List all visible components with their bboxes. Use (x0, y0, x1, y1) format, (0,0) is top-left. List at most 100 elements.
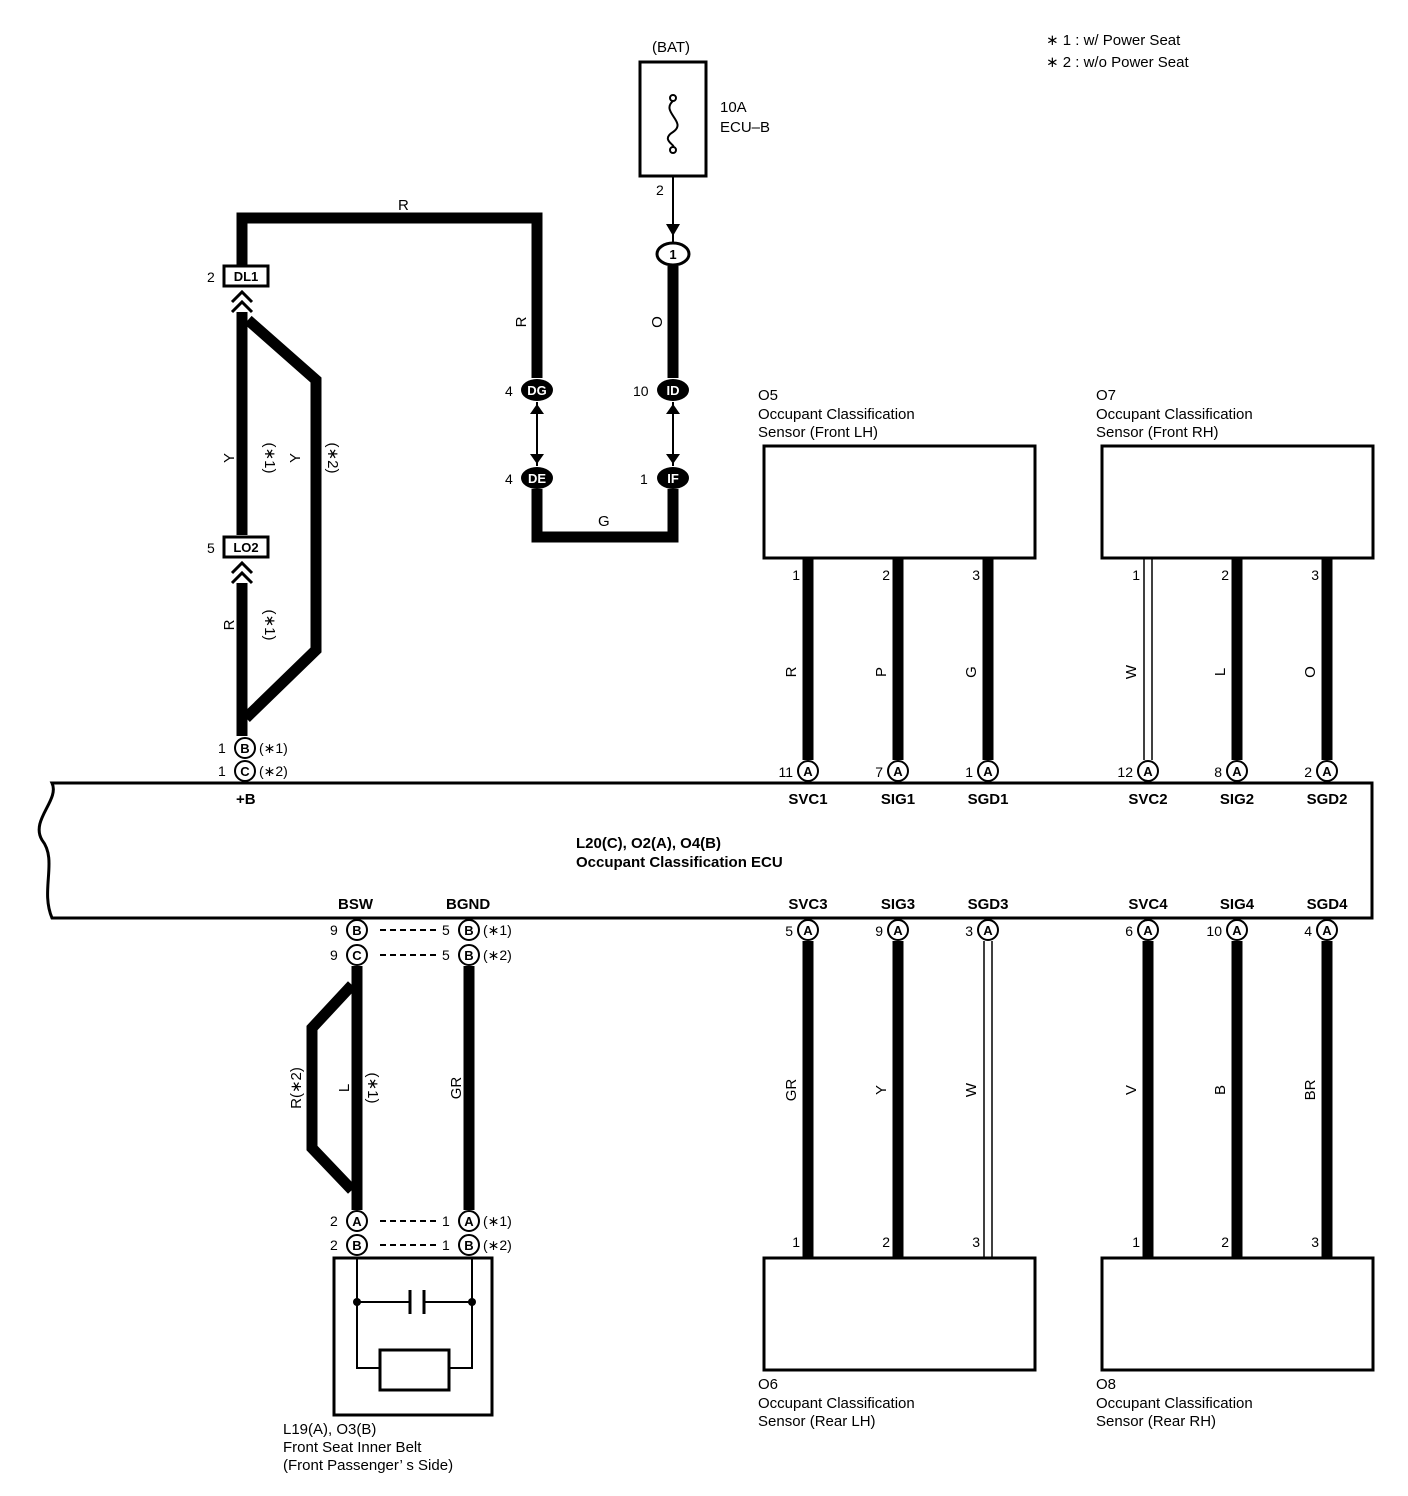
junction-dot (468, 1298, 476, 1306)
sensor-o8: O8 Occupant Classification Sensor (Rear … (1096, 1256, 1375, 1430)
pin-circle (458, 944, 480, 966)
arrow-icon (666, 454, 680, 464)
sensor-o7-box (1100, 444, 1375, 560)
sensor-o7-line1: Occupant Classification (1096, 406, 1253, 423)
ecu-box (37, 781, 1374, 920)
ecu-top-terminals: 11ASVC1SVC117ASIG1SIG121ASGD1SGD1312ASVC… (778, 536, 1347, 808)
pin-connector: B (464, 948, 473, 963)
pin-circle (887, 760, 909, 782)
pin-number: 1 (442, 1213, 450, 1229)
pin-mark: (∗2) (259, 763, 288, 779)
pin-circle (1316, 760, 1338, 782)
terminal-name: SVC1 (788, 791, 827, 808)
sensor-o5-line2: Sensor (Front LH) (758, 424, 878, 441)
sensor-o6-id: O6 (758, 1376, 778, 1393)
pin-circle (1316, 919, 1338, 941)
sensor-o8-line1: Occupant Classification (1096, 1395, 1253, 1412)
pin-number: 6 (1125, 923, 1133, 939)
connector-lo2-pin: 5 (207, 540, 215, 556)
pin-number: 1 (1132, 1234, 1140, 1250)
wire-color: BR (1302, 1079, 1319, 1100)
pin-circle (346, 919, 368, 941)
pin-circle (977, 760, 999, 782)
sensor-o6-line2: Sensor (Rear LH) (758, 1413, 876, 1430)
fuse-pin: 2 (656, 182, 664, 198)
pin-circle (346, 1210, 368, 1232)
terminal-name: SIG4 (1220, 896, 1255, 913)
pin-number: 1 (965, 764, 973, 780)
wire-o-color: O (649, 316, 666, 328)
connector-dl1-label: DL1 (234, 269, 259, 284)
wire-y-1-mark: (∗1) (261, 443, 278, 474)
wire-r-2 (306, 981, 357, 1194)
pin-circle (1137, 760, 1159, 782)
connector-chevron-icon (230, 289, 254, 314)
terminal-name: SGD3 (968, 896, 1009, 913)
connector-lo2 (222, 535, 270, 559)
pin-connector: A (983, 764, 993, 779)
pin-mark: (∗1) (483, 922, 512, 938)
ecu-bsw: BSW (338, 896, 374, 913)
sensor-o5-box (762, 444, 1037, 560)
belt-internal-wire (356, 1258, 473, 1369)
wire-color: W (1123, 664, 1140, 679)
sensor-o8-box (1100, 1256, 1375, 1372)
connector-if-pin: 1 (640, 471, 648, 487)
connector-dl1 (222, 264, 270, 288)
pin-number: 4 (1304, 923, 1312, 939)
wire-r-top-color: R (398, 197, 409, 214)
wire-y-2-color: Y (287, 453, 304, 463)
wire-r-2-color: R(∗2) (288, 1067, 305, 1109)
connector-chevron-icon (230, 560, 254, 585)
pin-connector: A (1143, 764, 1153, 779)
wire-gr-color: GR (448, 1077, 465, 1100)
pin-circle (234, 737, 256, 759)
wire-color: B (1212, 1085, 1229, 1095)
pin-number: 2 (1221, 1234, 1229, 1250)
resistor-icon (378, 1348, 451, 1392)
pin-number: 1 (1132, 567, 1140, 583)
plus-b-pins: 1 B (∗1) 1 C (∗2) (218, 737, 288, 782)
pin-connector: A (1322, 923, 1332, 938)
wire-r-1-mark: (∗1) (261, 610, 278, 641)
wire-r-top (236, 212, 543, 378)
terminal-name: SVC2 (1128, 791, 1167, 808)
pin-circle (797, 919, 819, 941)
pin-circle (1226, 919, 1248, 941)
pin-number: 2 (330, 1237, 338, 1253)
sensor-o8-line2: Sensor (Rear RH) (1096, 1413, 1216, 1430)
terminal-name: SGD1 (968, 791, 1009, 808)
wire-color: W (963, 1082, 980, 1097)
terminal-name: SIG2 (1220, 791, 1254, 808)
pin-number: 1 (218, 763, 226, 779)
pin-number: 1 (218, 740, 226, 756)
pin-connector: B (464, 1238, 473, 1253)
wire-y-2 (242, 315, 322, 722)
pin-connector: A (1232, 923, 1242, 938)
connector-lo2-label: LO2 (233, 540, 258, 555)
pin-connector: A (1232, 764, 1242, 779)
pin-mark: (∗2) (483, 1237, 512, 1253)
wire-y-2-mark: (∗2) (324, 443, 341, 474)
pin-connector: A (352, 1214, 362, 1229)
fuse-ecu-b: (BAT) 10A ECU–B 2 (638, 39, 770, 198)
connector-dl1-pin: 2 (207, 269, 215, 285)
connector-id-label: ID (667, 383, 680, 398)
connector-de-label: DE (528, 471, 546, 486)
fuse-name: ECU–B (720, 119, 770, 136)
wire-y-1-color: Y (221, 453, 238, 463)
pin-number: 2 (1221, 567, 1229, 583)
pin-number: 3 (972, 567, 980, 583)
wire-l-color: L (336, 1084, 353, 1092)
pin-circle (1226, 760, 1248, 782)
pin-number: 9 (875, 923, 883, 939)
sensor-o7-line2: Sensor (Front RH) (1096, 424, 1219, 441)
pin-number: 5 (785, 923, 793, 939)
pin-mark: (∗1) (483, 1213, 512, 1229)
pin-circle (346, 1234, 368, 1256)
pin-number: 12 (1117, 764, 1133, 780)
pin-connector: A (803, 923, 813, 938)
wire-color: G (963, 666, 980, 678)
junction-connector-1 (655, 241, 691, 267)
